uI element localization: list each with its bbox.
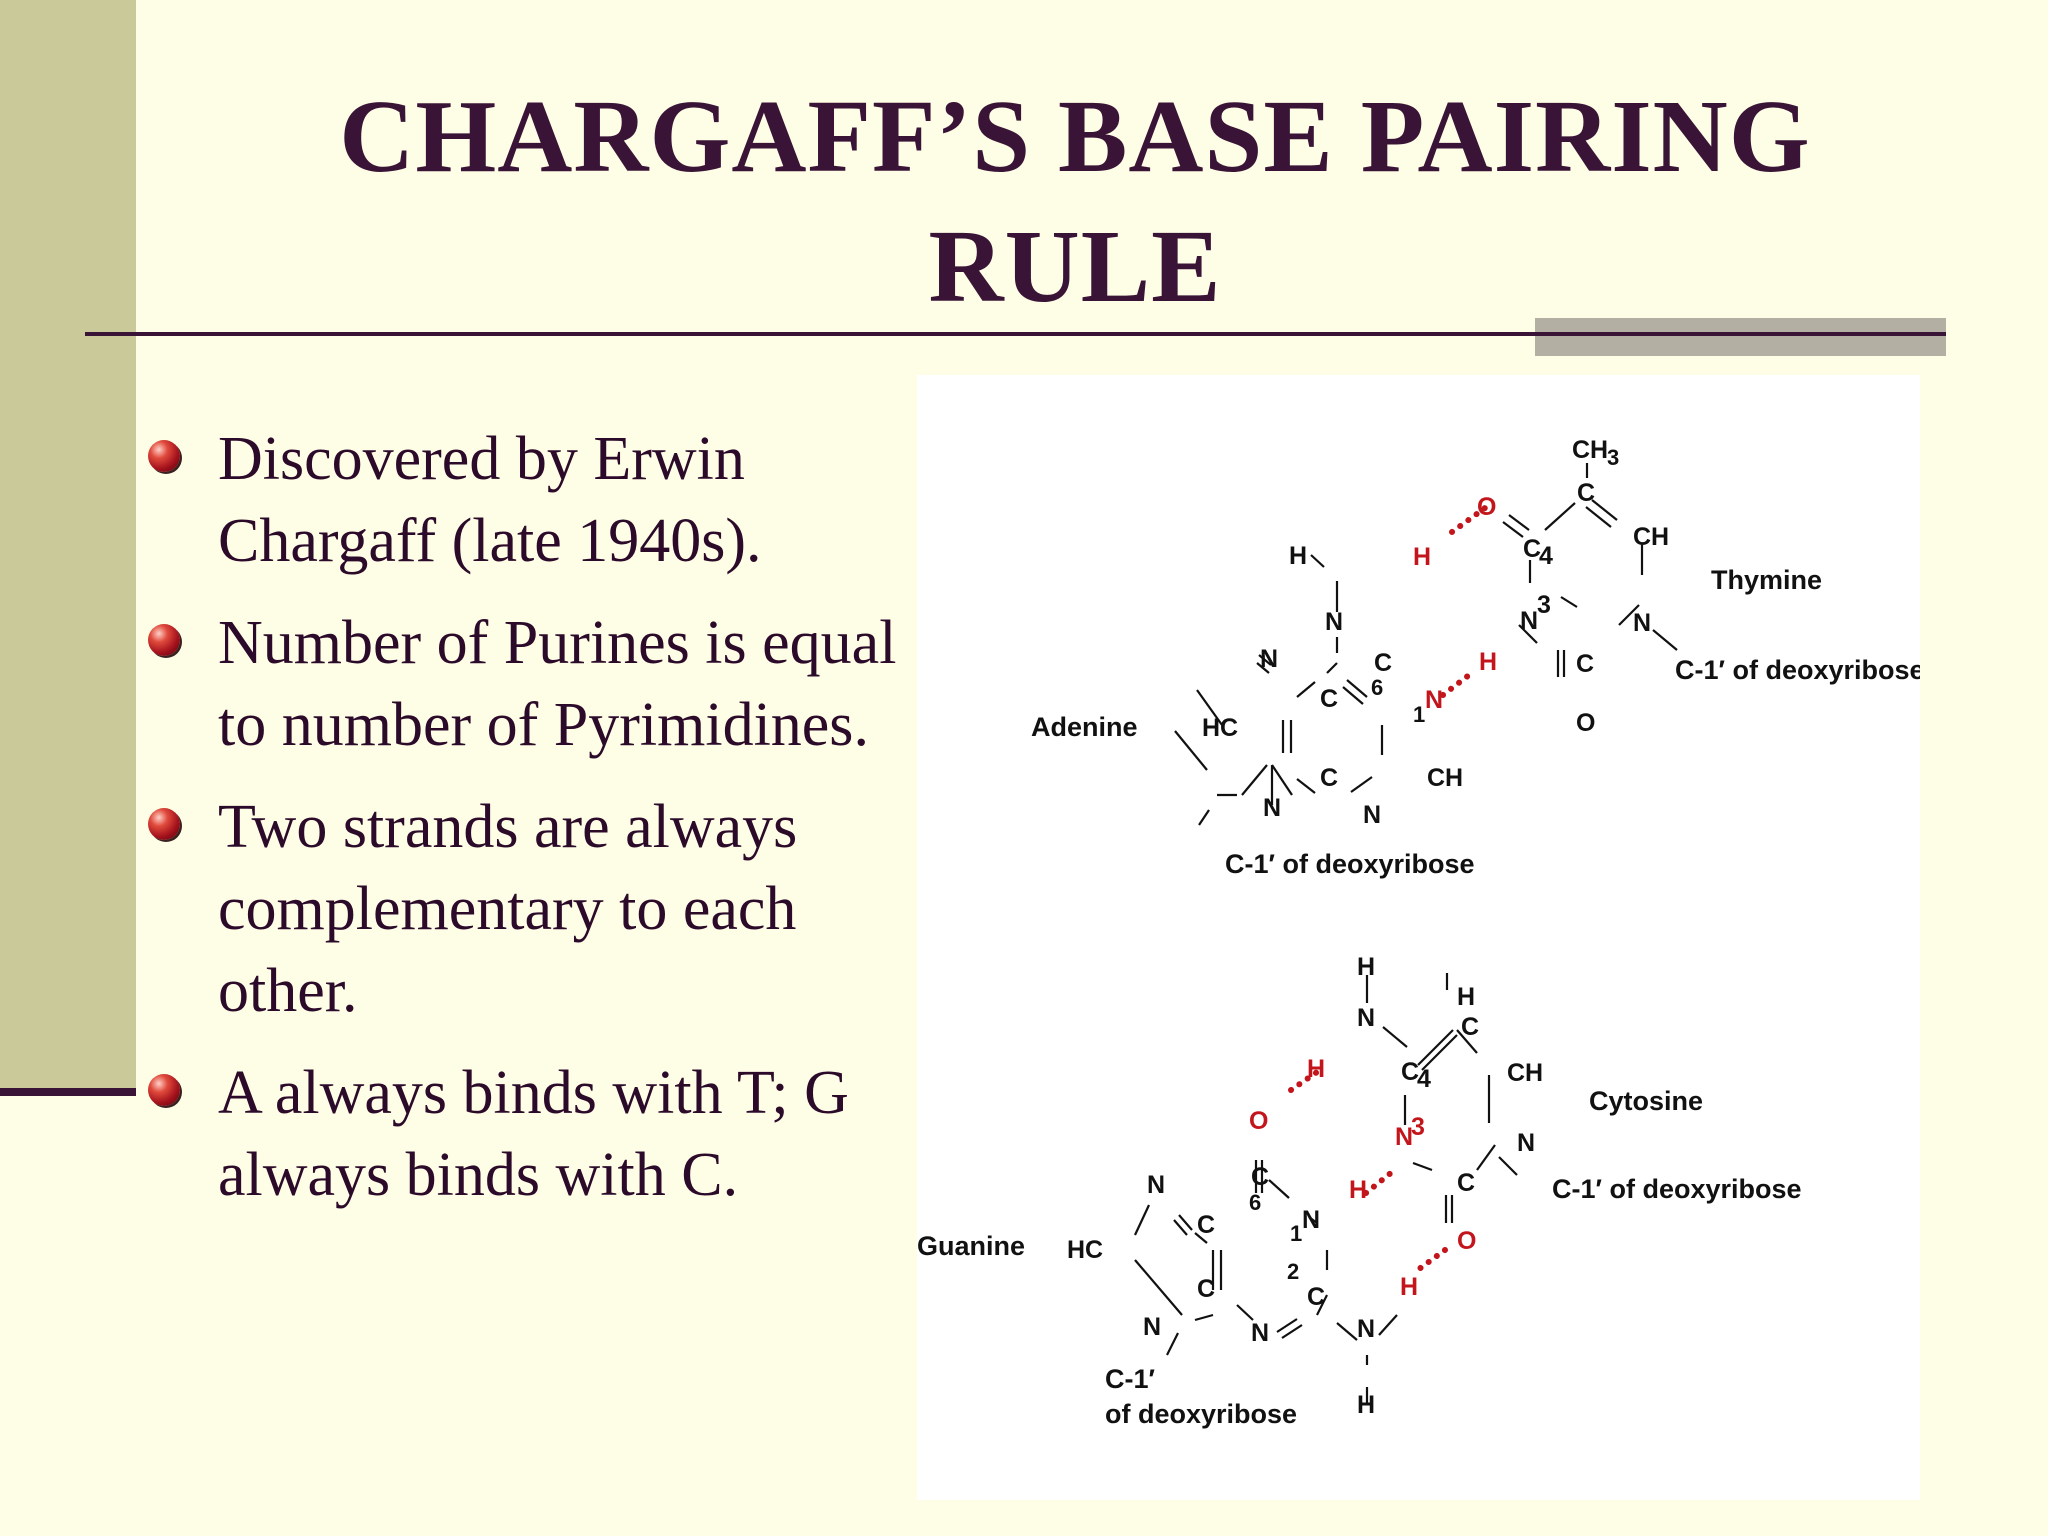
svg-text:C: C — [1523, 535, 1541, 563]
thymine-sugar-label: C-1′ of deoxyribose — [1675, 655, 1920, 685]
svg-text:O: O — [1477, 493, 1496, 521]
svg-text:C: C — [1251, 1163, 1269, 1191]
svg-text:1: 1 — [1413, 702, 1425, 727]
bullet-text: Two strands are always complementary to … — [218, 793, 798, 1025]
svg-text:C: C — [1577, 479, 1595, 507]
svg-text:H: H — [1357, 953, 1375, 981]
side-decoration-bar — [0, 0, 136, 1090]
svg-text:O: O — [1249, 1107, 1268, 1135]
svg-text:C: C — [1320, 685, 1338, 713]
bullet-item: Number of Purines is equal to number of … — [140, 602, 900, 766]
svg-text:4: 4 — [1417, 1065, 1431, 1093]
guanine-cytosine-pair: H N H C 4 H C CH N N 3 H C O H O C 6 N 1… — [917, 953, 1802, 1429]
svg-text:CH: CH — [1427, 764, 1463, 792]
svg-text:N: N — [1263, 794, 1281, 822]
svg-text:CH: CH — [1507, 1059, 1543, 1087]
svg-text:N: N — [1425, 686, 1443, 714]
svg-text:N: N — [1251, 1319, 1269, 1347]
side-decoration-rule — [0, 1088, 136, 1096]
guanine-sugar-line2: of deoxyribose — [1105, 1399, 1297, 1429]
svg-text:6: 6 — [1371, 675, 1383, 700]
title-rule-shadow — [1535, 318, 1946, 356]
slide-title: CHARGAFF’S BASE PAIRING RULE — [339, 79, 1811, 324]
svg-text:C: C — [1374, 649, 1392, 677]
svg-text:HC: HC — [1067, 1236, 1103, 1264]
svg-text:N: N — [1517, 1129, 1535, 1157]
cytosine-label: Cytosine — [1589, 1086, 1703, 1116]
svg-text:C: C — [1461, 1013, 1479, 1041]
svg-text:N: N — [1147, 1171, 1165, 1199]
bullet-sphere-icon — [148, 624, 180, 656]
cytosine-sugar-label: C-1′ of deoxyribose — [1552, 1174, 1802, 1204]
svg-text:6: 6 — [1249, 1190, 1261, 1215]
thymine-label: Thymine — [1711, 565, 1822, 595]
svg-text:N: N — [1302, 1206, 1320, 1234]
guanine-sugar-line1: C-1′ — [1105, 1364, 1155, 1394]
adenine-sugar-label: C-1′ of deoxyribose — [1225, 849, 1475, 879]
svg-text:H: H — [1307, 1055, 1325, 1083]
svg-text:CH: CH — [1572, 436, 1608, 464]
svg-text:CH: CH — [1633, 523, 1669, 551]
title-divider — [85, 332, 1946, 336]
svg-text:N: N — [1395, 1123, 1413, 1151]
svg-text:N: N — [1143, 1313, 1161, 1341]
svg-text:H: H — [1349, 1176, 1367, 1204]
svg-text:O: O — [1576, 709, 1595, 737]
svg-text:4: 4 — [1539, 542, 1553, 570]
svg-text:3: 3 — [1607, 445, 1619, 470]
svg-text:N: N — [1633, 609, 1651, 637]
bullet-item: Discovered by Erwin Chargaff (late 1940s… — [140, 418, 900, 582]
svg-text:C: C — [1401, 1058, 1419, 1086]
svg-text:C: C — [1197, 1275, 1215, 1303]
svg-text:O: O — [1457, 1227, 1476, 1255]
svg-text:C: C — [1197, 1211, 1215, 1239]
svg-text:H: H — [1357, 1391, 1375, 1419]
svg-text:C: C — [1576, 650, 1594, 678]
svg-text:N: N — [1363, 801, 1381, 829]
bullet-text: Number of Purines is equal to number of … — [218, 609, 897, 759]
bullet-text: Discovered by Erwin Chargaff (late 1940s… — [218, 425, 762, 575]
svg-text:H: H — [1400, 1273, 1418, 1301]
bullet-item: A always binds with T; G always binds wi… — [140, 1052, 900, 1216]
svg-text:HC: HC — [1202, 714, 1238, 742]
adenine-label: Adenine — [1031, 712, 1138, 742]
svg-text:3: 3 — [1537, 591, 1551, 619]
svg-text:C: C — [1457, 1169, 1475, 1197]
svg-text:N: N — [1357, 1004, 1375, 1032]
bullet-sphere-icon — [148, 808, 180, 840]
svg-text:N: N — [1520, 607, 1538, 635]
svg-text:N: N — [1325, 608, 1343, 636]
base-pair-diagram: N H H C 6 N 1 CH N C C N HC N H CH 3 C C… — [917, 375, 1920, 1500]
svg-text:C: C — [1320, 764, 1338, 792]
svg-text:3: 3 — [1411, 1113, 1425, 1141]
svg-text:H: H — [1457, 983, 1475, 1011]
bullet-sphere-icon — [148, 440, 180, 472]
bullet-text: A always binds with T; G always binds wi… — [218, 1059, 849, 1209]
svg-text:C: C — [1307, 1283, 1325, 1311]
adenine-thymine-pair: N H H C 6 N 1 CH N C C N HC N H CH 3 C C… — [1031, 436, 1920, 879]
svg-text:H: H — [1413, 543, 1431, 571]
guanine-label: Guanine — [917, 1231, 1025, 1261]
svg-text:N: N — [1260, 645, 1278, 673]
svg-text:2: 2 — [1287, 1259, 1299, 1284]
svg-text:1: 1 — [1290, 1221, 1302, 1246]
bullet-item: Two strands are always complementary to … — [140, 786, 900, 1032]
title-divider-accent — [1535, 332, 1946, 336]
bullet-list: Discovered by Erwin Chargaff (late 1940s… — [140, 418, 900, 1236]
svg-text:N: N — [1357, 1315, 1375, 1343]
svg-text:H: H — [1289, 542, 1307, 570]
bullet-sphere-icon — [148, 1074, 180, 1106]
base-pair-structures: N H H C 6 N 1 CH N C C N HC N H CH 3 C C… — [917, 436, 1920, 1429]
svg-text:H: H — [1479, 648, 1497, 676]
